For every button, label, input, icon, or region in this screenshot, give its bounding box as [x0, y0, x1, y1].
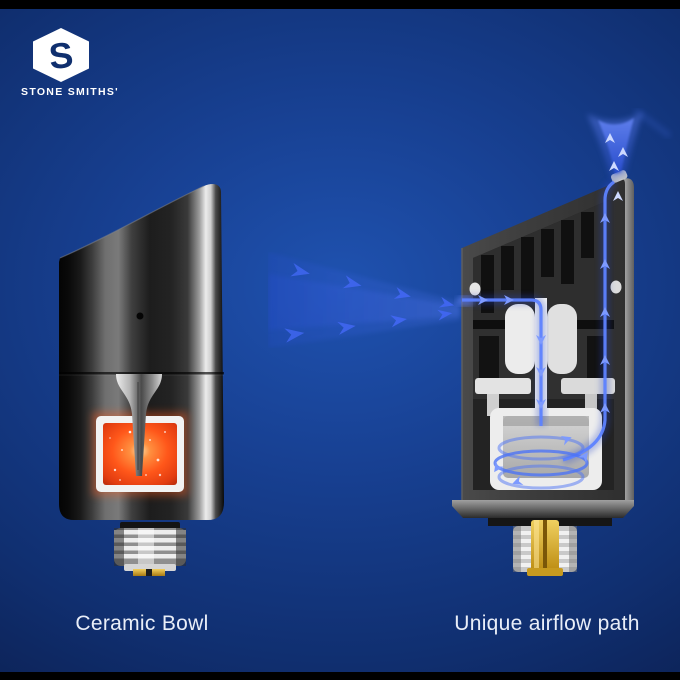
caption-ceramic-bowl: Ceramic Bowl — [75, 612, 209, 635]
airflow-swirl — [493, 435, 589, 490]
flow-arrow-row-upper — [290, 262, 455, 308]
hexagon-s-logo-icon: S — [33, 28, 89, 82]
bottom-letterbox-bar — [0, 672, 680, 680]
airflow-path — [456, 108, 672, 490]
airflow-path-illustration — [452, 108, 672, 576]
air-hole-dot — [136, 312, 144, 320]
screw-right — [610, 280, 622, 294]
ceramic-bowl-illustration — [59, 184, 224, 576]
logo-letter: S — [47, 34, 75, 77]
caption-airflow-path: Unique airflow path — [454, 612, 640, 635]
base-and-connector — [452, 500, 634, 576]
screw-left — [469, 282, 481, 296]
airflow-arrows — [268, 252, 460, 348]
flow-arrow-row-lower — [284, 309, 453, 343]
top-letterbox-bar — [0, 0, 680, 9]
stone-smiths-logo: S — [33, 28, 89, 82]
glow-sparkles — [109, 430, 166, 481]
brand-name: STONE SMITHS' — [21, 86, 119, 98]
vapor-exit-funnel — [587, 108, 672, 201]
gold-contact — [133, 569, 146, 576]
gold-contact — [152, 569, 165, 576]
heating-funnel — [116, 374, 162, 476]
thread-connector — [114, 522, 186, 576]
